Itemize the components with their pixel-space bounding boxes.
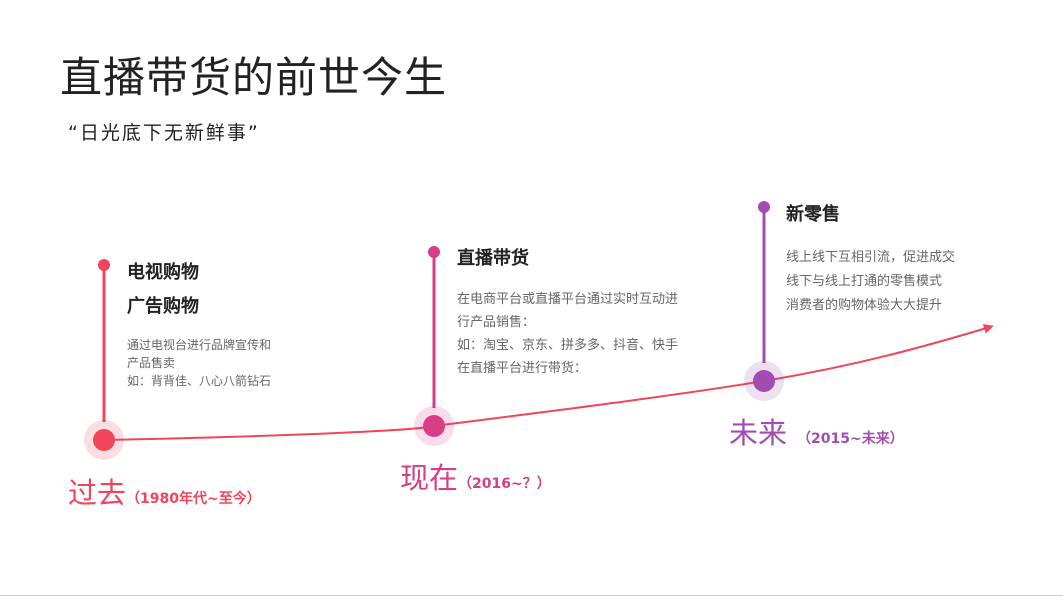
page-subtitle: “日光底下无新鲜事” <box>68 122 260 144</box>
stem-dot-future <box>758 201 770 213</box>
milestone-past-body-line: 通过电视台进行品牌宣传和 <box>127 338 272 352</box>
era-present-name: 现在 <box>400 461 459 495</box>
era-present-years: （2016~？） <box>458 476 551 492</box>
node-past <box>93 429 115 451</box>
milestone-future-body-line: 线下与线上打通的零售模式 <box>786 274 943 289</box>
stem-dot-present <box>428 246 440 258</box>
node-future <box>753 370 775 392</box>
milestone-present-body: 在电商平台或直播平台通过实时互动进 行产品销售： 如：淘宝、京东、拼多多、抖音、… <box>457 288 678 380</box>
milestone-present-body-line: 在直播平台进行带货： <box>457 361 588 376</box>
milestone-present-heading: 直播带货 <box>457 248 529 269</box>
milestone-future-body-line: 消费者的购物体验大大提升 <box>786 298 943 313</box>
bottom-divider <box>0 595 1063 596</box>
page-title: 直播带货的前世今生 <box>60 53 448 102</box>
milestone-present-body-line: 在电商平台或直播平台通过实时互动进 <box>457 292 679 307</box>
milestone-future-body: 线上线下互相引流，促进成交 线下与线上打通的零售模式 消费者的购物体验大大提升 <box>786 246 955 318</box>
milestone-present-body-line: 如：淘宝、京东、拼多多、抖音、快手 <box>457 338 679 353</box>
milestone-future-body-line: 线上线下互相引流，促进成交 <box>786 250 956 265</box>
era-future-label: 未来 （2015~未来） <box>729 410 904 452</box>
stem-dot-past <box>98 259 110 271</box>
era-past-name: 过去 <box>68 476 127 510</box>
era-present-label: 现在（2016~？） <box>400 455 551 497</box>
era-future-name: 未来 <box>729 416 788 450</box>
milestone-past-heading-1: 电视购物 <box>127 262 199 283</box>
milestone-present-body-line: 行产品销售： <box>457 315 536 330</box>
era-future-years: （2015~未来） <box>797 431 904 447</box>
node-present <box>423 415 445 437</box>
era-past-years: （1980年代~至今） <box>126 491 261 507</box>
milestone-future-heading: 新零售 <box>786 204 840 225</box>
milestone-past-body-line: 如：背背佳、八心八箭钻石 <box>127 374 272 388</box>
era-past-label: 过去（1980年代~至今） <box>68 470 261 512</box>
milestone-past-body: 通过电视台进行品牌宣传和 产品售卖 如：背背佳、八心八箭钻石 <box>127 336 271 390</box>
milestone-past-heading-2: 广告购物 <box>127 296 199 317</box>
timeline-curve <box>103 323 994 441</box>
milestone-past-body-line: 产品售卖 <box>127 356 176 370</box>
